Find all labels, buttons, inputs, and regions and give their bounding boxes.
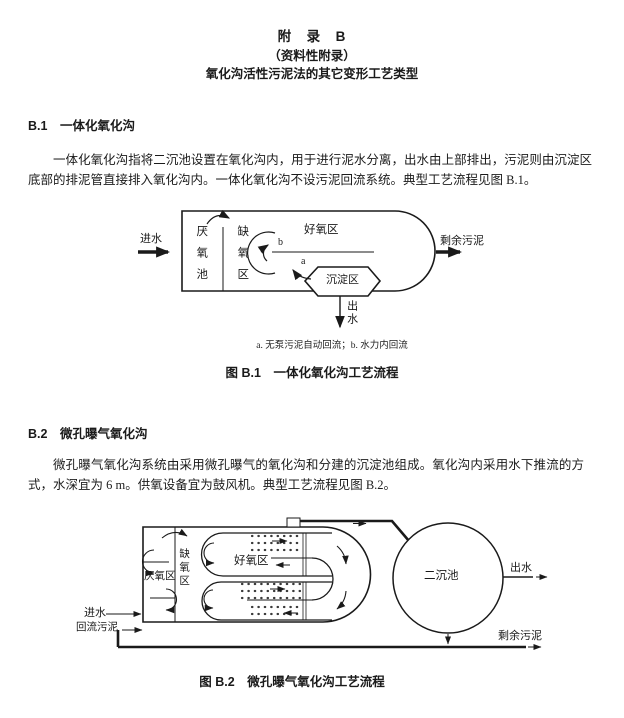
appendix-subtitle: （资料性附录） <box>268 49 356 63</box>
sludge-return-a-arrow <box>292 269 312 281</box>
settling-zone-hexagon <box>303 266 382 297</box>
anaerobic-flow-arc-1 <box>142 549 155 577</box>
label-anoxic-zone: 缺氧区 <box>178 548 190 589</box>
section-b2-paragraph: 微孔曝气氧化沟系统由采用微孔曝气的氧化沟和分建的沉淀池组成。氧化沟内采用水下推流… <box>28 458 584 492</box>
section-b2-heading: B.2 微孔曝气氧化沟 <box>28 427 148 441</box>
anaerobic-flow-arc-2 <box>165 588 177 614</box>
cap-arrow-lower <box>336 590 347 610</box>
figure-b1-footnote: a. 无泵污泥自动回流；b. 水力内回流 <box>256 341 408 351</box>
label-effluent: 出水 <box>510 562 532 574</box>
label-anaerobic-zone: 厌氧区 <box>144 571 176 582</box>
label-anaerobic-tank: 厌氧池 <box>195 225 208 290</box>
overflow-arrow <box>206 209 231 225</box>
u-turn-arrow-lower <box>203 589 214 612</box>
ditch-tank-outline <box>181 210 436 292</box>
figure-b1-diagram: 进水 厌氧池 缺氧区 b 好氧区 a 沉淀区 出水 剩余污泥 <box>0 205 624 340</box>
label-secondary-clarifier: 二沉池 <box>424 570 459 582</box>
section-b1-paragraph: 一体化氧化沟指将二沉池设置在氧化沟内，用于进行泥水分离，出水由上部排出，污泥则由… <box>28 153 592 187</box>
label-anoxic-zone: 缺氧区 <box>236 225 249 290</box>
outlet-weir-box <box>286 517 301 528</box>
figure-b2-diagram: 厌氧区 缺氧区 好氧区 二沉池 出水 剩余污泥 进水 回流污泥 <box>0 505 624 665</box>
lower-channel-wall <box>201 581 332 621</box>
internal-recycle-arc <box>247 231 276 275</box>
section-b1-heading: B.1 一体化氧化沟 <box>28 119 135 133</box>
label-excess-sludge: 剩余污泥 <box>440 235 484 247</box>
right-u-turn-wall <box>311 557 334 601</box>
label-settling-zone: 沉淀区 <box>326 274 359 286</box>
figure-b1-svg <box>138 209 463 329</box>
upper-channel-wall <box>200 532 332 577</box>
cap-arrow-upper <box>336 545 349 565</box>
label-marker-a: a <box>301 256 306 267</box>
appendix-heading: 氧化沟活性污泥法的其它变形工艺类型 <box>205 67 419 81</box>
figure-b2-svg <box>106 517 548 650</box>
label-marker-b: b <box>278 237 283 248</box>
ditch-to-clarifier-pipe <box>300 519 410 542</box>
label-effluent: 出水 <box>345 300 358 326</box>
label-aerobic-zone: 好氧区 <box>232 555 271 569</box>
appendix-title: 附 录 B <box>277 29 347 44</box>
clarifier-circle <box>392 522 504 634</box>
label-excess-sludge: 剩余污泥 <box>498 630 542 642</box>
figure-b1-caption: 图 B.1 一体化氧化沟工艺流程 <box>225 366 399 380</box>
figure-b2-caption: 图 B.2 微孔曝气氧化沟工艺流程 <box>199 675 385 689</box>
divider-overflow-arrow <box>161 528 188 539</box>
ditch-tank-outline <box>142 526 372 623</box>
label-influent: 进水 <box>140 233 162 245</box>
label-return-sludge: 回流污泥 <box>76 622 118 633</box>
label-aerobic-zone: 好氧区 <box>304 224 339 236</box>
label-influent: 进水 <box>84 607 106 619</box>
u-turn-arrow-upper <box>203 542 215 567</box>
recycle-b-arrow <box>257 244 270 262</box>
